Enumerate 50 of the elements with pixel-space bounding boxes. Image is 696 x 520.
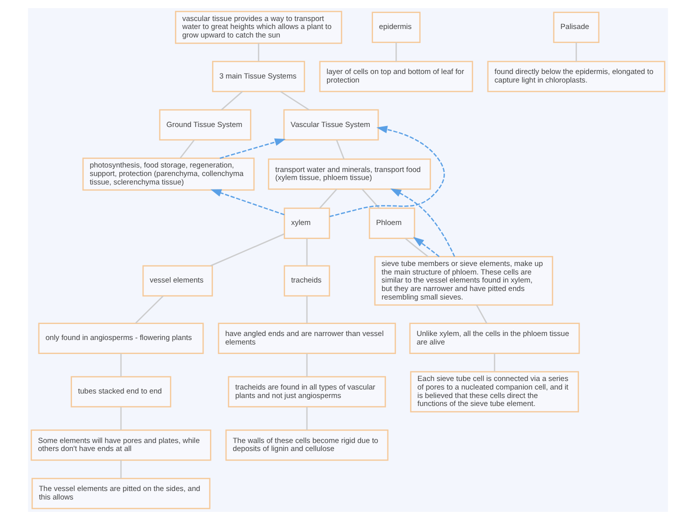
node-box: 3 main Tissue Systems xyxy=(212,60,306,92)
node-box: Palisade xyxy=(553,12,600,43)
connector xyxy=(362,188,380,209)
node-box: The walls of these cells become rigid due to deposits of lignin and cellulose xyxy=(225,429,388,461)
arrow xyxy=(413,236,440,258)
node-box: tubes stacked end to end xyxy=(70,376,172,408)
connector xyxy=(220,91,243,110)
connector xyxy=(280,91,310,110)
connector xyxy=(306,354,308,377)
connector xyxy=(476,304,488,324)
connector xyxy=(258,43,260,62)
arrow xyxy=(330,126,445,218)
node-box: layer of cells on top and bottom of leaf for protection xyxy=(319,60,474,92)
connector xyxy=(306,296,308,324)
connector xyxy=(405,238,428,258)
connector xyxy=(180,140,195,158)
connector xyxy=(494,354,496,372)
connector xyxy=(210,233,284,266)
arrow xyxy=(220,138,286,159)
node-box: only found in angiosperms - flowering plants xyxy=(38,322,204,354)
node-box: vessel elements xyxy=(142,265,213,296)
node-box: Ground Tissue System xyxy=(159,109,252,141)
node-box: sieve tube members or sieve elements, make up the main structure of phloem. These cells are similar to the vessel elements found in xylem, but they are narrower and have pitted ends resembling small sieves. xyxy=(374,256,554,306)
connector xyxy=(336,140,345,160)
node-box: epidermis xyxy=(372,12,421,43)
node-box: photosynthesis, food storage, regeneration, support, protection (parenchyma, collenchyma tissue, sclerenchyma tissue) xyxy=(82,158,255,191)
node-box: Unlike xylem, all the cells in the phloem tissue are alive xyxy=(409,322,580,354)
connector xyxy=(135,296,164,324)
node-box: transport water and minerals, transport food (xylem tissue, phloem tissue) xyxy=(268,158,431,190)
node-box: Some elements will have pores and plates, while others don't have ends at all xyxy=(30,429,212,461)
node-box: tracheids xyxy=(284,265,330,296)
node-box: tracheids are found in all types of vascular plants and not just angiosperms xyxy=(228,376,386,408)
connector xyxy=(319,188,338,209)
connector xyxy=(120,460,122,478)
connector xyxy=(396,42,397,62)
node-box: xylem xyxy=(284,208,330,239)
node-box: Vascular Tissue System xyxy=(283,109,379,141)
connector xyxy=(120,354,122,377)
node-box: have angled ends and are narrower than vessel elements xyxy=(218,322,396,354)
connector xyxy=(576,42,577,62)
arrow xyxy=(390,188,456,257)
node-box: Each sieve tube cell is connected via a series of pores to a nucleated companion cell, and it is believed that these cells direct the functions of the sieve tube element. xyxy=(410,371,579,412)
node-box: vascular tissue provides a way to transport water to great heights which allows a plant to grow upward to catch the sun xyxy=(174,10,342,44)
node-box: The vessel elements are pitted on the sides, and this allows xyxy=(32,478,210,510)
connector xyxy=(306,238,308,266)
connector xyxy=(306,406,308,430)
node-box: Phloem xyxy=(368,208,416,239)
connector xyxy=(120,406,122,430)
node-box: found directly below the epidermis, elongated to capture light in chloroplasts. xyxy=(487,60,666,92)
arrow xyxy=(210,189,285,216)
